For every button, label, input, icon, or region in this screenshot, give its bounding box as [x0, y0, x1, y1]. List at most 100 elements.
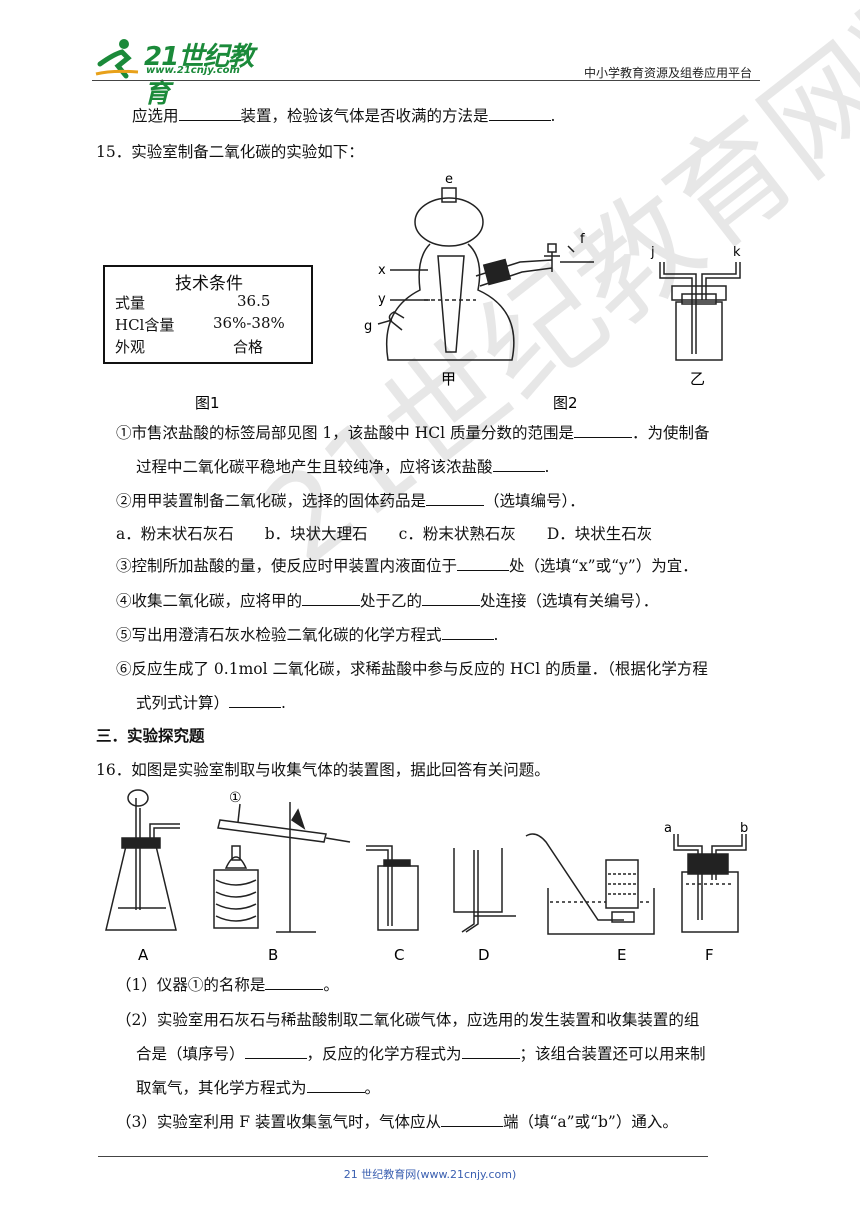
answer-blank[interactable]	[461, 1044, 520, 1059]
answer-blank[interactable]	[229, 693, 282, 708]
circle-label: ①	[229, 790, 242, 806]
section-title: 三．实验探究题	[96, 727, 205, 745]
text: .	[493, 626, 499, 644]
figure-15-apparatus: 图1 图2 甲 乙 e f x y g j k	[195, 172, 741, 412]
answer-blank[interactable]	[265, 975, 324, 990]
text: ．为使制备	[631, 424, 710, 442]
text: 式列式计算）	[136, 694, 230, 712]
apparatus-label: D	[478, 946, 490, 964]
tech-key: 外观	[115, 338, 146, 356]
answer-blank[interactable]	[426, 491, 485, 506]
tech-value: 合格	[233, 338, 264, 356]
part-label: e	[445, 172, 453, 187]
text: .	[544, 458, 550, 476]
figure-label: 乙	[690, 370, 705, 388]
part-label: y	[378, 292, 386, 307]
answer-blank[interactable]	[440, 1112, 503, 1127]
text: .	[281, 694, 286, 712]
apparatus-label: B	[268, 946, 278, 964]
figure-16-apparatus: ① a b A B C D E F	[105, 789, 748, 964]
text: 端（填“a”或“b”）通入。	[502, 1113, 678, 1131]
text-line: ④收集二氧化碳，应将甲的 处于乙的 处连接（选填有关编号）．	[116, 591, 658, 611]
text: ⑤写出用澄清石灰水检验二氧化碳的化学方程式	[116, 626, 442, 644]
text: ③控制所加盐酸的量，使反应时甲装置内液面位于	[116, 557, 458, 575]
text-line: （3）实验室利用 F 装置收集氢气时，气体应从 端（填“a”或“b”）通入。	[116, 1112, 678, 1132]
part-label: g	[364, 319, 372, 334]
apparatus-label: A	[138, 946, 149, 964]
text: ；该组合装置还可以用来制	[519, 1045, 706, 1063]
part-label: b	[740, 821, 748, 836]
answer-blank[interactable]	[457, 556, 510, 571]
text-line: ①市售浓盐酸的标签局部见图 1，该盐酸中 HCl 质量分数的范围是 ．为使制备	[116, 423, 710, 443]
apparatus-D	[453, 848, 516, 933]
apparatus-A	[105, 789, 180, 931]
answer-blank[interactable]	[441, 625, 494, 640]
text: （1）仪器①的名称是	[116, 976, 266, 994]
text: 。	[364, 1079, 381, 1097]
runner-logo-icon	[95, 39, 139, 79]
text: 装置，检验该气体是否收满的方法是	[240, 107, 489, 125]
part-label: j	[650, 245, 655, 260]
answer-blank[interactable]	[302, 591, 361, 606]
text: 。	[323, 976, 339, 994]
answer-blank[interactable]	[488, 106, 551, 121]
tech-key: HCl含量	[115, 316, 175, 334]
text: ②用甲装置制备二氧化碳，选择的固体药品是	[116, 492, 427, 510]
answer-blank[interactable]	[492, 457, 545, 472]
tech-label-box: 技术条件 式量 36.5 HCl含量 36%-38% 外观 合格	[103, 265, 313, 364]
text: 取氧气，其化学方程式为	[136, 1079, 307, 1097]
part-label: f	[580, 232, 585, 247]
apparatus-C	[366, 845, 419, 931]
logo-text: 21世纪教育	[144, 42, 254, 109]
question-16: 16．如图是实验室制取与收集气体的装置图，据此回答有关问题。	[96, 761, 550, 779]
header-platform-text: 中小学教育资源及组卷应用平台	[583, 66, 752, 80]
kipp-apparatus	[377, 187, 594, 361]
answer-blank[interactable]	[306, 1078, 365, 1093]
part-label: a	[664, 821, 672, 836]
figure-label: 图2	[553, 394, 578, 412]
text: ④收集二氧化碳，应将甲的	[116, 592, 303, 610]
options-line: a．粉末状石灰石 b．块状大理石 c．粉末状熟石灰 D．块状生石灰	[116, 525, 653, 543]
text: 过程中二氧化碳平稳地产生且较纯净，应将该浓盐酸	[136, 458, 493, 476]
text-line: ②用甲装置制备二氧化碳，选择的固体药品是 （选填编号）．	[116, 491, 585, 511]
apparatus-label: C	[394, 946, 404, 964]
answer-blank[interactable]	[244, 1044, 307, 1059]
footer-divider	[98, 1156, 708, 1157]
answer-blank[interactable]	[178, 106, 241, 121]
text: 合是（填序号）	[136, 1045, 245, 1063]
answer-blank[interactable]	[573, 423, 632, 438]
text: ①市售浓盐酸的标签局部见图 1，该盐酸中 HCl 质量分数的范围是	[116, 424, 574, 442]
text-line: ⑥反应生成了 0.1mol 二氧化碳，求稀盐酸中参与反应的 HCl 的质量．（根…	[116, 660, 708, 678]
text-line: ⑤写出用澄清石灰水检验二氧化碳的化学方程式.	[116, 625, 498, 645]
apparatus-label: E	[617, 946, 626, 964]
text-line: （2）实验室用石灰石与稀盐酸制取二氧化碳气体，应选用的发生装置和收集装置的组	[116, 1011, 700, 1029]
figure-label: 图1	[195, 394, 220, 412]
text: 处于乙的	[360, 592, 423, 610]
apparatus-label: F	[705, 946, 714, 964]
text-line: 应选用 装置，检验该气体是否收满的方法是.	[132, 106, 555, 126]
answer-blank[interactable]	[422, 591, 481, 606]
text-line: 式列式计算）.	[136, 693, 286, 713]
text: 应选用	[132, 107, 179, 125]
text: .	[550, 107, 556, 125]
tech-value: 36.5	[237, 292, 271, 310]
header-divider	[92, 80, 760, 81]
part-label: k	[733, 245, 741, 260]
text: 处连接（选填有关编号）．	[480, 592, 659, 610]
text-line: （1）仪器①的名称是 。	[116, 975, 339, 995]
apparatus-F	[673, 834, 747, 933]
tech-title: 技术条件	[175, 274, 243, 294]
text: （3）实验室利用 F 装置收集氢气时，气体应从	[116, 1113, 441, 1131]
text-line: 合是（填序号） ，反应的化学方程式为 ；该组合装置还可以用来制	[136, 1044, 706, 1064]
part-label: x	[378, 263, 386, 278]
text: （选填编号）．	[484, 492, 585, 510]
apparatus-B	[213, 802, 351, 933]
tech-value: 36%-38%	[213, 314, 285, 332]
text-line: ③控制所加盐酸的量，使反应时甲装置内液面位于 处（选填“x”或“y”）为宜．	[116, 556, 698, 576]
footer-link[interactable]: 21 世纪教育网(www.21cnjy.com)	[343, 1168, 517, 1181]
question-15: 15．实验室制备二氧化碳的实验如下：	[96, 143, 364, 161]
logo-url: www.21cnjy.com	[146, 65, 240, 76]
text: 处（选填“x”或“y”）为宜．	[509, 557, 698, 575]
site-logo: 21世纪教育 www.21cnjy.com	[92, 36, 262, 109]
text: ，反应的化学方程式为	[306, 1045, 462, 1063]
